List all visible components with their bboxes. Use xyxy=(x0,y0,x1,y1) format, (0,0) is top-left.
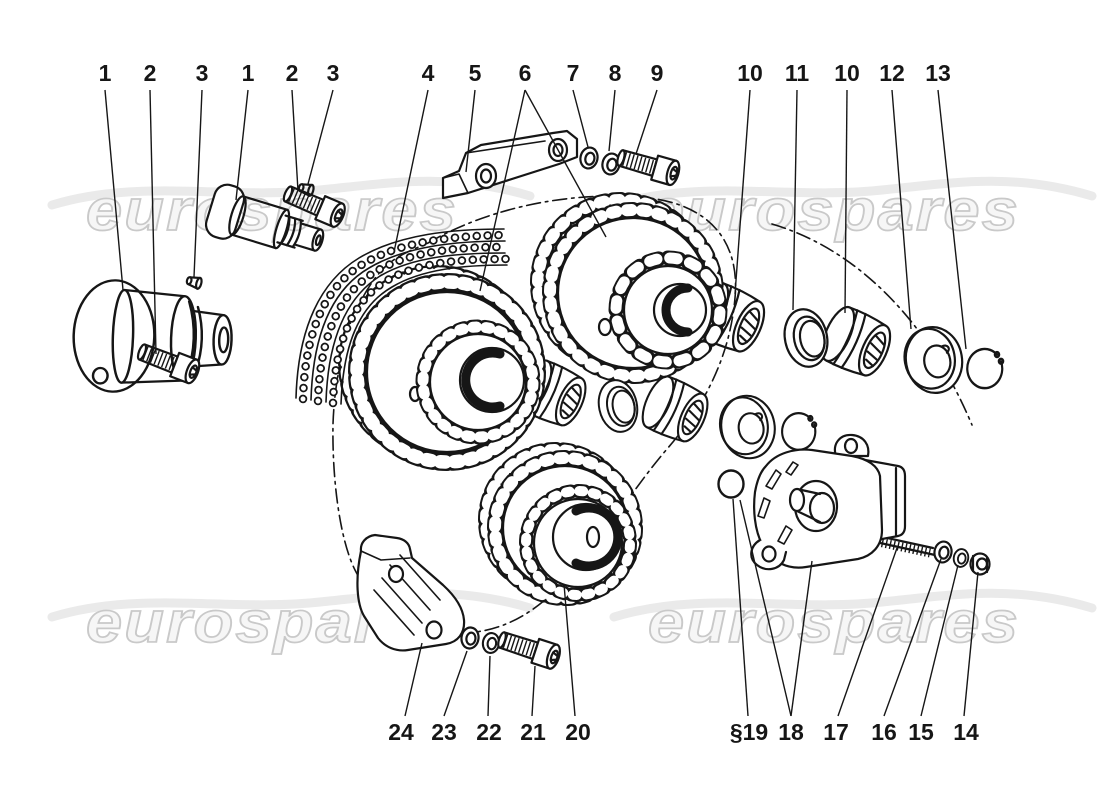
o-ring-19 xyxy=(717,469,745,499)
callout-8: 8 xyxy=(609,60,622,86)
leader-11 xyxy=(792,89,798,311)
callout-9: 9 xyxy=(651,60,664,86)
callout-1b: 1 xyxy=(242,60,255,86)
leader-18a xyxy=(739,499,792,717)
watermark-swoosh xyxy=(609,588,1097,622)
leader-14 xyxy=(963,571,979,717)
callout-17: 17 xyxy=(823,719,849,745)
leader-24 xyxy=(404,642,423,717)
leader-2b xyxy=(291,89,299,192)
callout-5: 5 xyxy=(469,60,482,86)
washer-15 xyxy=(951,547,971,569)
leader-6b xyxy=(524,89,607,238)
leader-2a xyxy=(149,89,157,355)
circlip-lower xyxy=(780,411,818,452)
callout-20: 20 xyxy=(565,719,591,745)
leader-21 xyxy=(531,665,536,717)
camshaft-gear-left xyxy=(338,265,546,471)
leader-6a xyxy=(479,89,526,292)
leader-8 xyxy=(608,89,616,152)
camshaft-end-cap-upper xyxy=(204,183,325,252)
watermark-bottom-right: eurospares xyxy=(609,588,1097,656)
leader-19 xyxy=(732,498,749,717)
spacer-ring-lower xyxy=(593,375,643,437)
callout-4: 4 xyxy=(422,60,435,86)
crankshaft-sprocket-20 xyxy=(478,442,643,606)
callout-7: 7 xyxy=(567,60,580,86)
callout-10b: 10 xyxy=(834,60,860,86)
tab-washer-12 xyxy=(898,321,969,399)
screw-21 xyxy=(495,627,562,670)
callout-10a: 10 xyxy=(737,60,763,86)
timing-chain-4 xyxy=(295,228,511,408)
callout-3b: 3 xyxy=(327,60,340,86)
leader-12 xyxy=(891,89,912,330)
leader-18b xyxy=(790,560,813,717)
callout-12: 12 xyxy=(879,60,905,86)
callout-14: 14 xyxy=(953,719,979,745)
leader-22 xyxy=(487,655,491,717)
callout-6: 6 xyxy=(519,60,532,86)
callout-13: 13 xyxy=(925,60,951,86)
leader-20 xyxy=(563,583,576,717)
leader-17 xyxy=(837,547,898,717)
washer-16 xyxy=(931,539,955,565)
callout-2a: 2 xyxy=(144,60,157,86)
leader-16 xyxy=(883,558,942,717)
callout-21: 21 xyxy=(520,719,546,745)
leader-1a xyxy=(104,89,124,291)
watermark-top-left: eurospares xyxy=(47,176,535,244)
leader-10a xyxy=(734,89,751,295)
tensioner-pad-24 xyxy=(356,533,466,652)
callout-3a: 3 xyxy=(196,60,209,86)
leader-23 xyxy=(443,650,468,717)
washer-7 xyxy=(577,144,601,172)
callout-18: 18 xyxy=(778,719,804,745)
leader-7 xyxy=(572,89,589,148)
callout-labels-top: 1 2 3 1 2 3 4 5 6 7 8 9 10 11 10 12 13 xyxy=(99,60,951,86)
watermark-text: eurospares xyxy=(86,178,458,243)
callout-1a: 1 xyxy=(99,60,112,86)
callout-2b: 2 xyxy=(286,60,299,86)
tab-washer-lower xyxy=(714,390,781,464)
leader-9 xyxy=(635,89,658,155)
callout-23: 23 xyxy=(431,719,457,745)
leader-3a xyxy=(193,89,203,278)
leader-4 xyxy=(393,89,429,253)
leader-13 xyxy=(937,89,967,350)
spacer-ring-11 xyxy=(778,304,834,372)
watermark-swoosh xyxy=(47,588,535,622)
callout-16: 16 xyxy=(871,719,897,745)
callout-24: 24 xyxy=(388,719,414,745)
engine-case-outline xyxy=(771,223,973,426)
leader-1b xyxy=(235,89,249,201)
watermark-text: eurospares xyxy=(648,590,1020,655)
leader-5 xyxy=(465,89,476,173)
callout-11: 11 xyxy=(785,60,810,86)
circlip-13 xyxy=(966,347,1005,390)
watermark-top-right: eurospares xyxy=(609,176,1097,244)
camshaft-end-cap-lower xyxy=(70,277,235,397)
callout-19: §19 xyxy=(730,719,768,745)
callout-labels-bottom: 24 23 22 21 20 §19 18 17 16 15 14 xyxy=(388,719,979,745)
chain-guide-bracket-5 xyxy=(441,129,579,200)
chain-routing-path xyxy=(332,195,973,634)
callout-22: 22 xyxy=(476,719,502,745)
leader-10b xyxy=(844,89,848,314)
leader-3b xyxy=(307,89,334,185)
watermark-text: eurospares xyxy=(648,178,1020,243)
watermark-swoosh xyxy=(609,176,1097,210)
leader-lines xyxy=(104,89,979,717)
nut-14 xyxy=(969,552,991,576)
callout-15: 15 xyxy=(908,719,934,745)
needle-bearing-lower-2 xyxy=(635,370,716,449)
chain-tensioner-18 xyxy=(750,433,907,571)
camshaft-gear-right xyxy=(530,192,728,384)
leader-15 xyxy=(920,564,959,717)
